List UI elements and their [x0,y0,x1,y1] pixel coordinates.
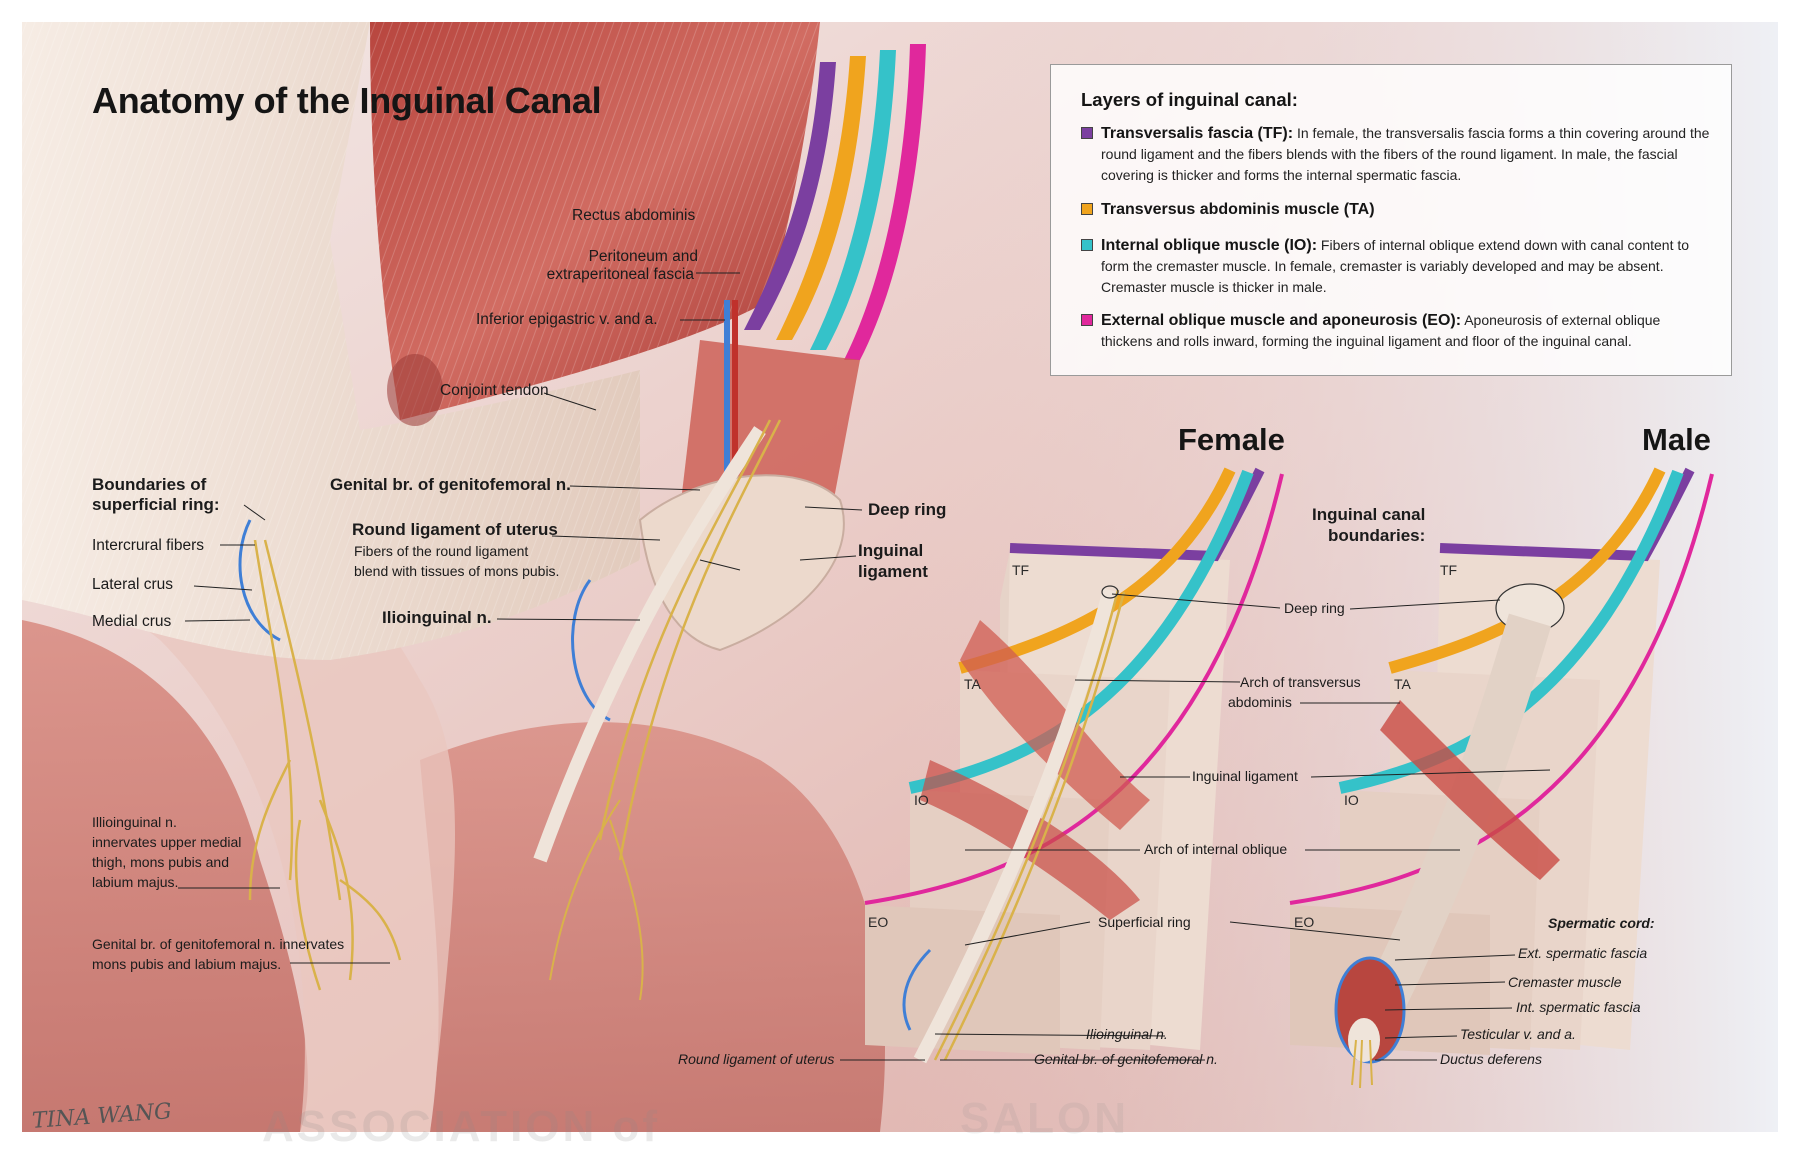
aponeurosis-fibers [22,22,640,660]
female-arch-muscle [960,620,1150,830]
male-cord-vessels [1351,1039,1373,1089]
female-tag-ta: TA [964,676,981,692]
label-inferior-epigastric: Inferior epigastric v. and a. [476,311,658,328]
label-canal-boundaries-1: Inguinal canal [1312,505,1426,524]
male-canal-diagram [1289,467,1714,1089]
label-inguinal-ligament-1: Inguinal [858,541,924,560]
label-round-ligament-note-1: Fibers of the round ligament [354,543,529,559]
label-panel-genital-branch: Genital br. of genitofemoral n. [1034,1051,1218,1067]
label-ductus-deferens: Ductus deferens [1440,1051,1542,1067]
female-superficial-ring [902,948,932,1031]
label-illioinguinal-note-3: thigh, mons pubis and [92,854,229,870]
label-panel-inguinal-ligament: Inguinal ligament [1192,768,1298,784]
right-canal-contents [533,419,782,1001]
page-title: Anatomy of the Inguinal Canal [92,80,602,121]
right-thigh [420,722,885,1132]
main-layer-eo [844,44,926,360]
female-nerve-1 [933,589,1120,1061]
left-thigh [22,620,308,1132]
male-tag-tf: TF [1440,562,1458,578]
leader-lines [178,272,1551,1061]
label-arch-ta-2: abdominis [1228,694,1292,710]
legend-swatch-io [1081,239,1093,251]
inferior-epigastric-vein [724,300,730,500]
label-panel-round-ligament: Round ligament of uterus [678,1051,835,1067]
legend-swatch-tf [1081,127,1093,139]
label-canal-boundaries-2: boundaries: [1328,526,1426,545]
label-boundaries-1: Boundaries of [92,475,207,494]
male-tag-io: IO [1344,792,1359,808]
label-medial-crus: Medial crus [92,613,172,630]
label-int-spermatic-fascia: Int. spermatic fascia [1516,999,1641,1015]
legend-item-io: Internal oblique muscle (IO): Fibers of … [1081,235,1711,298]
label-panel-ilioinguinal: Ilioinguinal n. [1086,1026,1168,1042]
label-spermatic-cord: Spermatic cord: [1548,915,1655,931]
label-superficial-ring: Superficial ring [1098,914,1191,930]
label-illioinguinal-note-4: labium majus. [92,874,179,890]
male-tag-ta: TA [1394,676,1411,692]
label-panel-deep-ring: Deep ring [1284,600,1345,616]
label-lateral-crus: Lateral crus [92,576,173,593]
female-tag-eo: EO [868,914,889,930]
male-tag-eo: EO [1294,914,1315,930]
label-genital-note-1: Genital br. of genitofemoral n. innervat… [92,936,345,952]
rectus-cut-edge [387,354,443,426]
superficial-ring-outline [238,519,281,642]
legend-title: Layers of inguinal canal: [1081,89,1298,110]
legend-name: External oblique muscle and aponeurosis … [1101,312,1462,329]
female-tag-io: IO [914,792,929,808]
label-peritoneum-2: extraperitoneal fascia [546,266,694,283]
label-cremaster-muscle: Cremaster muscle [1508,974,1622,990]
label-inguinal-ligament-2: ligament [858,562,928,581]
female-deep-ring [1101,585,1119,599]
label-intercrural-fibers: Intercrural fibers [92,537,204,554]
label-arch-ta-1: Arch of transversus [1240,674,1361,690]
male-cremaster [1380,700,1560,880]
label-boundaries-2: superficial ring: [92,495,220,514]
legend-name: Transversus abdominis muscle (TA) [1101,201,1375,218]
left-nerves [248,539,402,991]
legend-text: In female, the transversalis fascia form… [1101,125,1710,183]
label-genital-note-2: mons pubis and labium majus. [92,956,282,972]
main-layer-io [810,50,896,350]
legend-swatch-eo [1081,314,1093,326]
male-heading: Male [1642,422,1711,457]
label-round-ligament-note-2: blend with tissues of mons pubis. [354,563,560,579]
label-conjoint-tendon: Conjoint tendon [440,382,549,399]
label-genital-branch: Genital br. of genitofemoral n. [330,475,571,494]
watermark-text: ASSOCIATION of [262,1102,661,1151]
label-illioinguinal-note-2: innervates upper medial [92,834,242,850]
label-ilioinguinal: Ilioinguinal n. [382,608,492,627]
main-layer-ta [776,56,866,340]
male-cord-core [1348,1018,1380,1062]
female-heading: Female [1178,422,1285,457]
label-rectus-abdominis: Rectus abdominis [572,207,696,224]
female-nerve-2 [943,591,1126,1061]
legend-item-tf: Transversalis fascia (TF): In female, th… [1081,123,1711,186]
label-illioinguinal-note-1: Illioinguinal n. [92,814,177,830]
female-round-ligament [913,588,1117,1064]
legend-text: Aponeurosis of external oblique thickens… [1101,312,1661,349]
legend-text: Fibers of internal oblique extend down w… [1101,237,1690,295]
inferior-epigastric-artery [732,300,738,500]
legend-swatch-ta [1081,203,1093,215]
legend-item-eo: External oblique muscle and aponeurosis … [1081,310,1711,352]
label-arch-io: Arch of internal oblique [1144,841,1288,857]
label-peritoneum-1: Peritoneum and [588,248,698,265]
label-round-ligament: Round ligament of uterus [352,520,558,539]
label-deep-ring: Deep ring [868,500,947,519]
legend-name: Transversalis fascia (TF): [1101,125,1294,142]
main-layer-tf [744,62,836,330]
watermark-text-2: SALON [960,1094,1129,1143]
female-io-strip [908,469,1254,794]
label-ext-spermatic-fascia: Ext. spermatic fascia [1518,945,1648,961]
layers-legend: Layers of inguinal canal: Transversalis … [1050,64,1732,376]
female-tag-tf: TF [1012,562,1030,578]
label-testicular-vessels: Testicular v. and a. [1460,1026,1576,1042]
female-canal-diagram [864,467,1284,1064]
male-eo-strip [1289,473,1714,905]
legend-item-ta: Transversus abdominis muscle (TA) [1081,199,1711,220]
legend-name: Internal oblique muscle (IO): [1101,237,1318,254]
